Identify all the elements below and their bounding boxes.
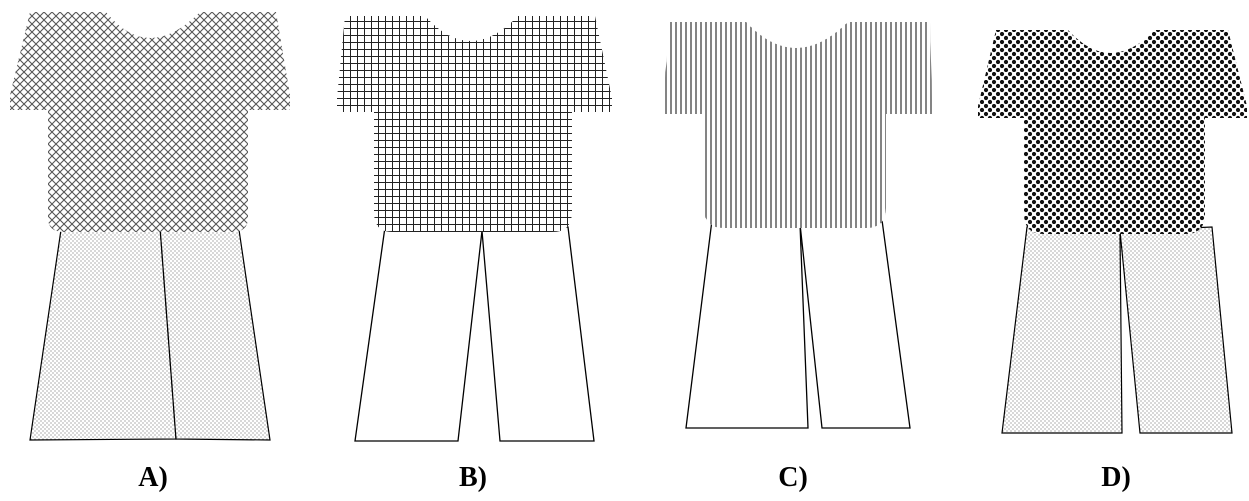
shirt-b	[337, 16, 612, 232]
outfit-d	[978, 30, 1247, 434]
pants-c-left-leg	[685, 219, 809, 429]
pants-d-left-leg	[1001, 226, 1123, 434]
pants-a-left-leg	[29, 222, 177, 441]
shirt-c	[663, 22, 932, 228]
option-label-a: A)	[138, 462, 168, 493]
option-label-c: C)	[778, 462, 808, 493]
shirt-a	[10, 12, 290, 232]
outfit-a	[10, 12, 290, 441]
pants-a-right-leg	[159, 222, 271, 441]
option-label-b: B)	[459, 462, 487, 493]
outfit-b	[337, 16, 612, 442]
shirt-d	[978, 30, 1247, 234]
option-label-d: D)	[1101, 462, 1131, 493]
pants-c-right-leg	[799, 219, 911, 429]
pants-b-right-leg	[481, 226, 595, 442]
pants-b-left-leg	[354, 226, 483, 442]
outfit-c	[663, 22, 932, 429]
pants-d-right-leg	[1119, 226, 1233, 434]
